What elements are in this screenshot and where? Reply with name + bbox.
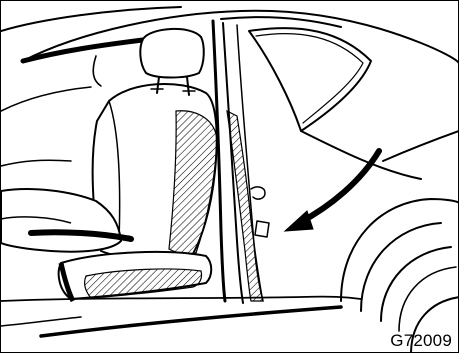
- figure-code-label: G72009: [390, 332, 452, 349]
- callout-arrow: [285, 151, 379, 231]
